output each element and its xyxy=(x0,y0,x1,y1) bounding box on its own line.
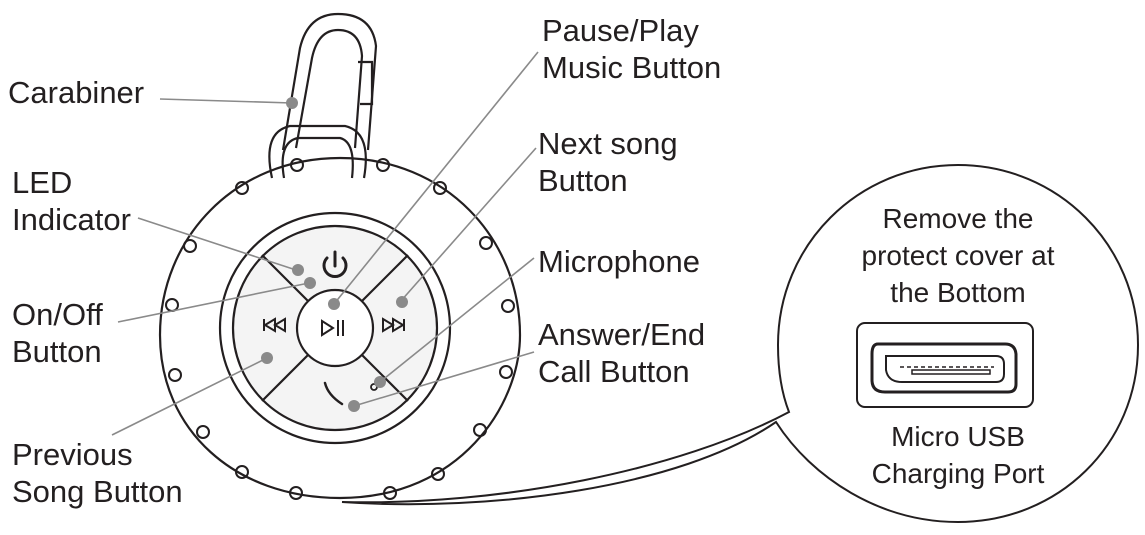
center-button xyxy=(295,288,375,368)
callout-note: Remove the protect cover at the Bottom xyxy=(861,203,1055,308)
on-off-label: On/Off Button xyxy=(12,297,103,369)
micro-usb-label: Micro USB Charging Port xyxy=(871,421,1045,489)
leader-lines xyxy=(111,51,539,436)
microphone-label: Microphone xyxy=(538,244,700,279)
carabiner-label: Carabiner xyxy=(8,75,145,110)
answer-end-call-label: Answer/End Call Button xyxy=(538,317,706,389)
play-pause-icon xyxy=(321,319,344,337)
led-indicator-label: LED Indicator xyxy=(12,165,131,237)
previous-song-label: Previous Song Button xyxy=(12,437,183,509)
leader-dots xyxy=(261,97,408,412)
power-icon xyxy=(322,250,348,278)
carabiner-drawing xyxy=(268,12,378,179)
next-song-label: Next song Button xyxy=(538,126,678,198)
pause-play-label: Pause/Play Music Button xyxy=(542,13,722,85)
next-track-icon xyxy=(382,317,405,333)
control-outer-ring xyxy=(218,211,452,445)
micro-usb-port-drawing xyxy=(856,322,1034,408)
rim-notches xyxy=(165,158,515,500)
callout-bubble xyxy=(341,163,1140,524)
previous-track-icon xyxy=(263,317,286,333)
phone-icon xyxy=(323,381,344,406)
speaker-body-outline xyxy=(158,156,522,500)
